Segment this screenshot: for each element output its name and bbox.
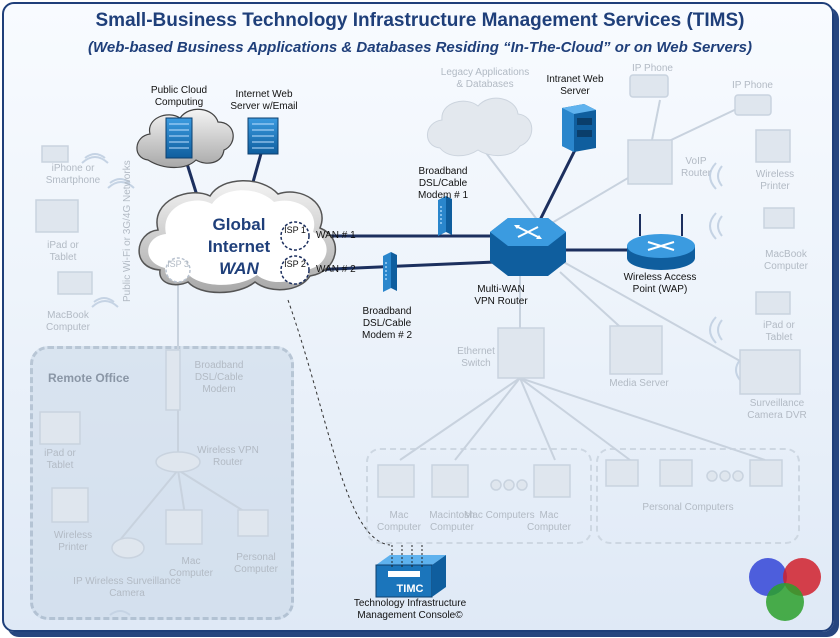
media-server-icon: [609, 325, 663, 375]
surveillance-dvr-label: Surveillance Camera DVR: [747, 398, 807, 421]
mac-2-label: Macintosh Computer: [429, 510, 475, 533]
isp1-node-icon: [280, 221, 310, 251]
ipad-right-icon: [755, 291, 791, 315]
multiwan-router-icon: [490, 218, 566, 276]
ip-phone-1-icon: [629, 74, 669, 98]
remote-ipad-icon: [39, 411, 81, 445]
wan1-label: WAN # 1: [316, 230, 356, 241]
public-cloud-label: Public Cloud Computing: [150, 85, 208, 108]
remote-mac-label: Mac Computer: [169, 556, 213, 579]
multiwan-router-label: Multi-WAN VPN Router: [474, 284, 528, 307]
internet-line1-label: Global: [212, 215, 266, 234]
wireless-printer-right-label: Wireless Printer: [755, 169, 795, 192]
ethernet-switch-label: Ethernet Switch: [457, 346, 495, 369]
intranet-web-server-label: Intranet Web Server: [546, 74, 604, 97]
pc-3-icon: [749, 459, 783, 487]
macbook-right-label: MacBook Computer: [764, 249, 808, 272]
remote-printer-icon: [51, 487, 89, 523]
public-cloud-icon: [136, 108, 234, 169]
intranet-web-server-icon: [562, 104, 596, 152]
remote-camera-icon: [111, 537, 145, 559]
remote-modem-label: Broadband DSL/Cable Modem: [194, 360, 244, 395]
ethernet-switch-icon: [497, 327, 545, 379]
wifi-networks-label: Public Wi-Fi or 3G/4G Networks: [122, 160, 133, 302]
internet-web-server-label: Internet Web Server w/Email: [230, 89, 298, 112]
modem2-icon: [383, 252, 397, 292]
isp1-label: ISP 1: [284, 225, 306, 235]
isp2-node-icon: [280, 255, 310, 285]
macbook-left-label: MacBook Computer: [46, 310, 90, 333]
timc-console-icon: [375, 545, 446, 598]
ipad-left-icon: [35, 199, 79, 233]
remote-pc-icon: [237, 509, 269, 537]
macbook-left-icon: [57, 271, 93, 295]
mac-3-label: Mac Computers: [464, 510, 535, 521]
remote-office-title: Remote Office: [48, 371, 130, 385]
wap-icon: [627, 214, 695, 270]
media-server-label: Media Server: [609, 378, 669, 389]
iphone-left-label: iPhone or Smartphone: [45, 163, 101, 186]
remote-office-box: [30, 346, 294, 620]
remote-ipad-label: iPad or Tablet: [44, 448, 76, 471]
internet-line3-label: WAN: [219, 259, 259, 278]
ipad-left-label: iPad or Tablet: [47, 240, 79, 263]
pc-2-icon: [659, 459, 693, 487]
ipad-right-label: iPad or Tablet: [763, 320, 795, 343]
voip-router-icon: [627, 139, 673, 185]
legacy-apps-cloud-icon: [427, 97, 533, 157]
pc-1-icon: [605, 459, 639, 487]
mac-3-icon: [533, 464, 571, 498]
legacy-apps-label: Legacy Applications & Databases: [440, 67, 530, 90]
modem1-icon: [438, 196, 452, 236]
remote-pc-label: Personal Computer: [234, 552, 278, 575]
mac-4-label: Mac Computer: [527, 510, 571, 533]
wireless-printer-right-icon: [755, 129, 791, 163]
remote-printer-label: Wireless Printer: [53, 530, 93, 553]
mac-1-icon: [377, 464, 415, 498]
remote-modem-icon: [165, 349, 181, 411]
ip-phone-2-icon: [734, 94, 772, 116]
iphone-left-icon: [41, 145, 69, 163]
modem2-label: Broadband DSL/Cable Modem # 2: [361, 306, 413, 341]
page-subtitle: (Web-based Business Applications & Datab…: [87, 39, 752, 56]
page-title: Small-Business Technology Infrastructure…: [95, 10, 745, 31]
timc-badge: TIMC: [396, 583, 424, 595]
pc-group-label: Personal Computers: [642, 502, 734, 513]
surveillance-dvr-icon: [739, 349, 801, 395]
pc-group-box: [596, 448, 800, 544]
internet-web-server-icon: [247, 117, 279, 155]
ip-phone-1-label: IP Phone: [632, 63, 673, 74]
timc-label: Technology Infrastructure Management Con…: [353, 598, 467, 621]
mac-1-label: Mac Computer: [377, 510, 421, 533]
remote-router-icon: [155, 451, 201, 473]
isp2-label: ISP 2: [284, 259, 306, 269]
remote-router-label: Wireless VPN Router: [197, 445, 259, 468]
isp3-label: ISP 3: [167, 259, 189, 269]
wap-label: Wireless Access Point (WAP): [623, 272, 697, 295]
ip-phone-2-label: IP Phone: [732, 80, 773, 91]
internet-line2-label: Internet: [207, 237, 271, 256]
macbook-right-icon: [763, 207, 795, 229]
isp3-node-icon: [165, 257, 191, 283]
remote-camera-label: IP Wireless Surveillance Camera: [73, 576, 181, 599]
mac-2-icon: [431, 464, 469, 498]
remote-mac-icon: [165, 509, 203, 545]
wan2-label: WAN # 2: [316, 264, 356, 275]
mac-group-box: [366, 448, 592, 544]
tims-venn-logo-icon: [749, 558, 821, 621]
modem1-label: Broadband DSL/Cable Modem # 1: [417, 166, 469, 201]
voip-router-label: VoIP Router: [680, 156, 711, 179]
